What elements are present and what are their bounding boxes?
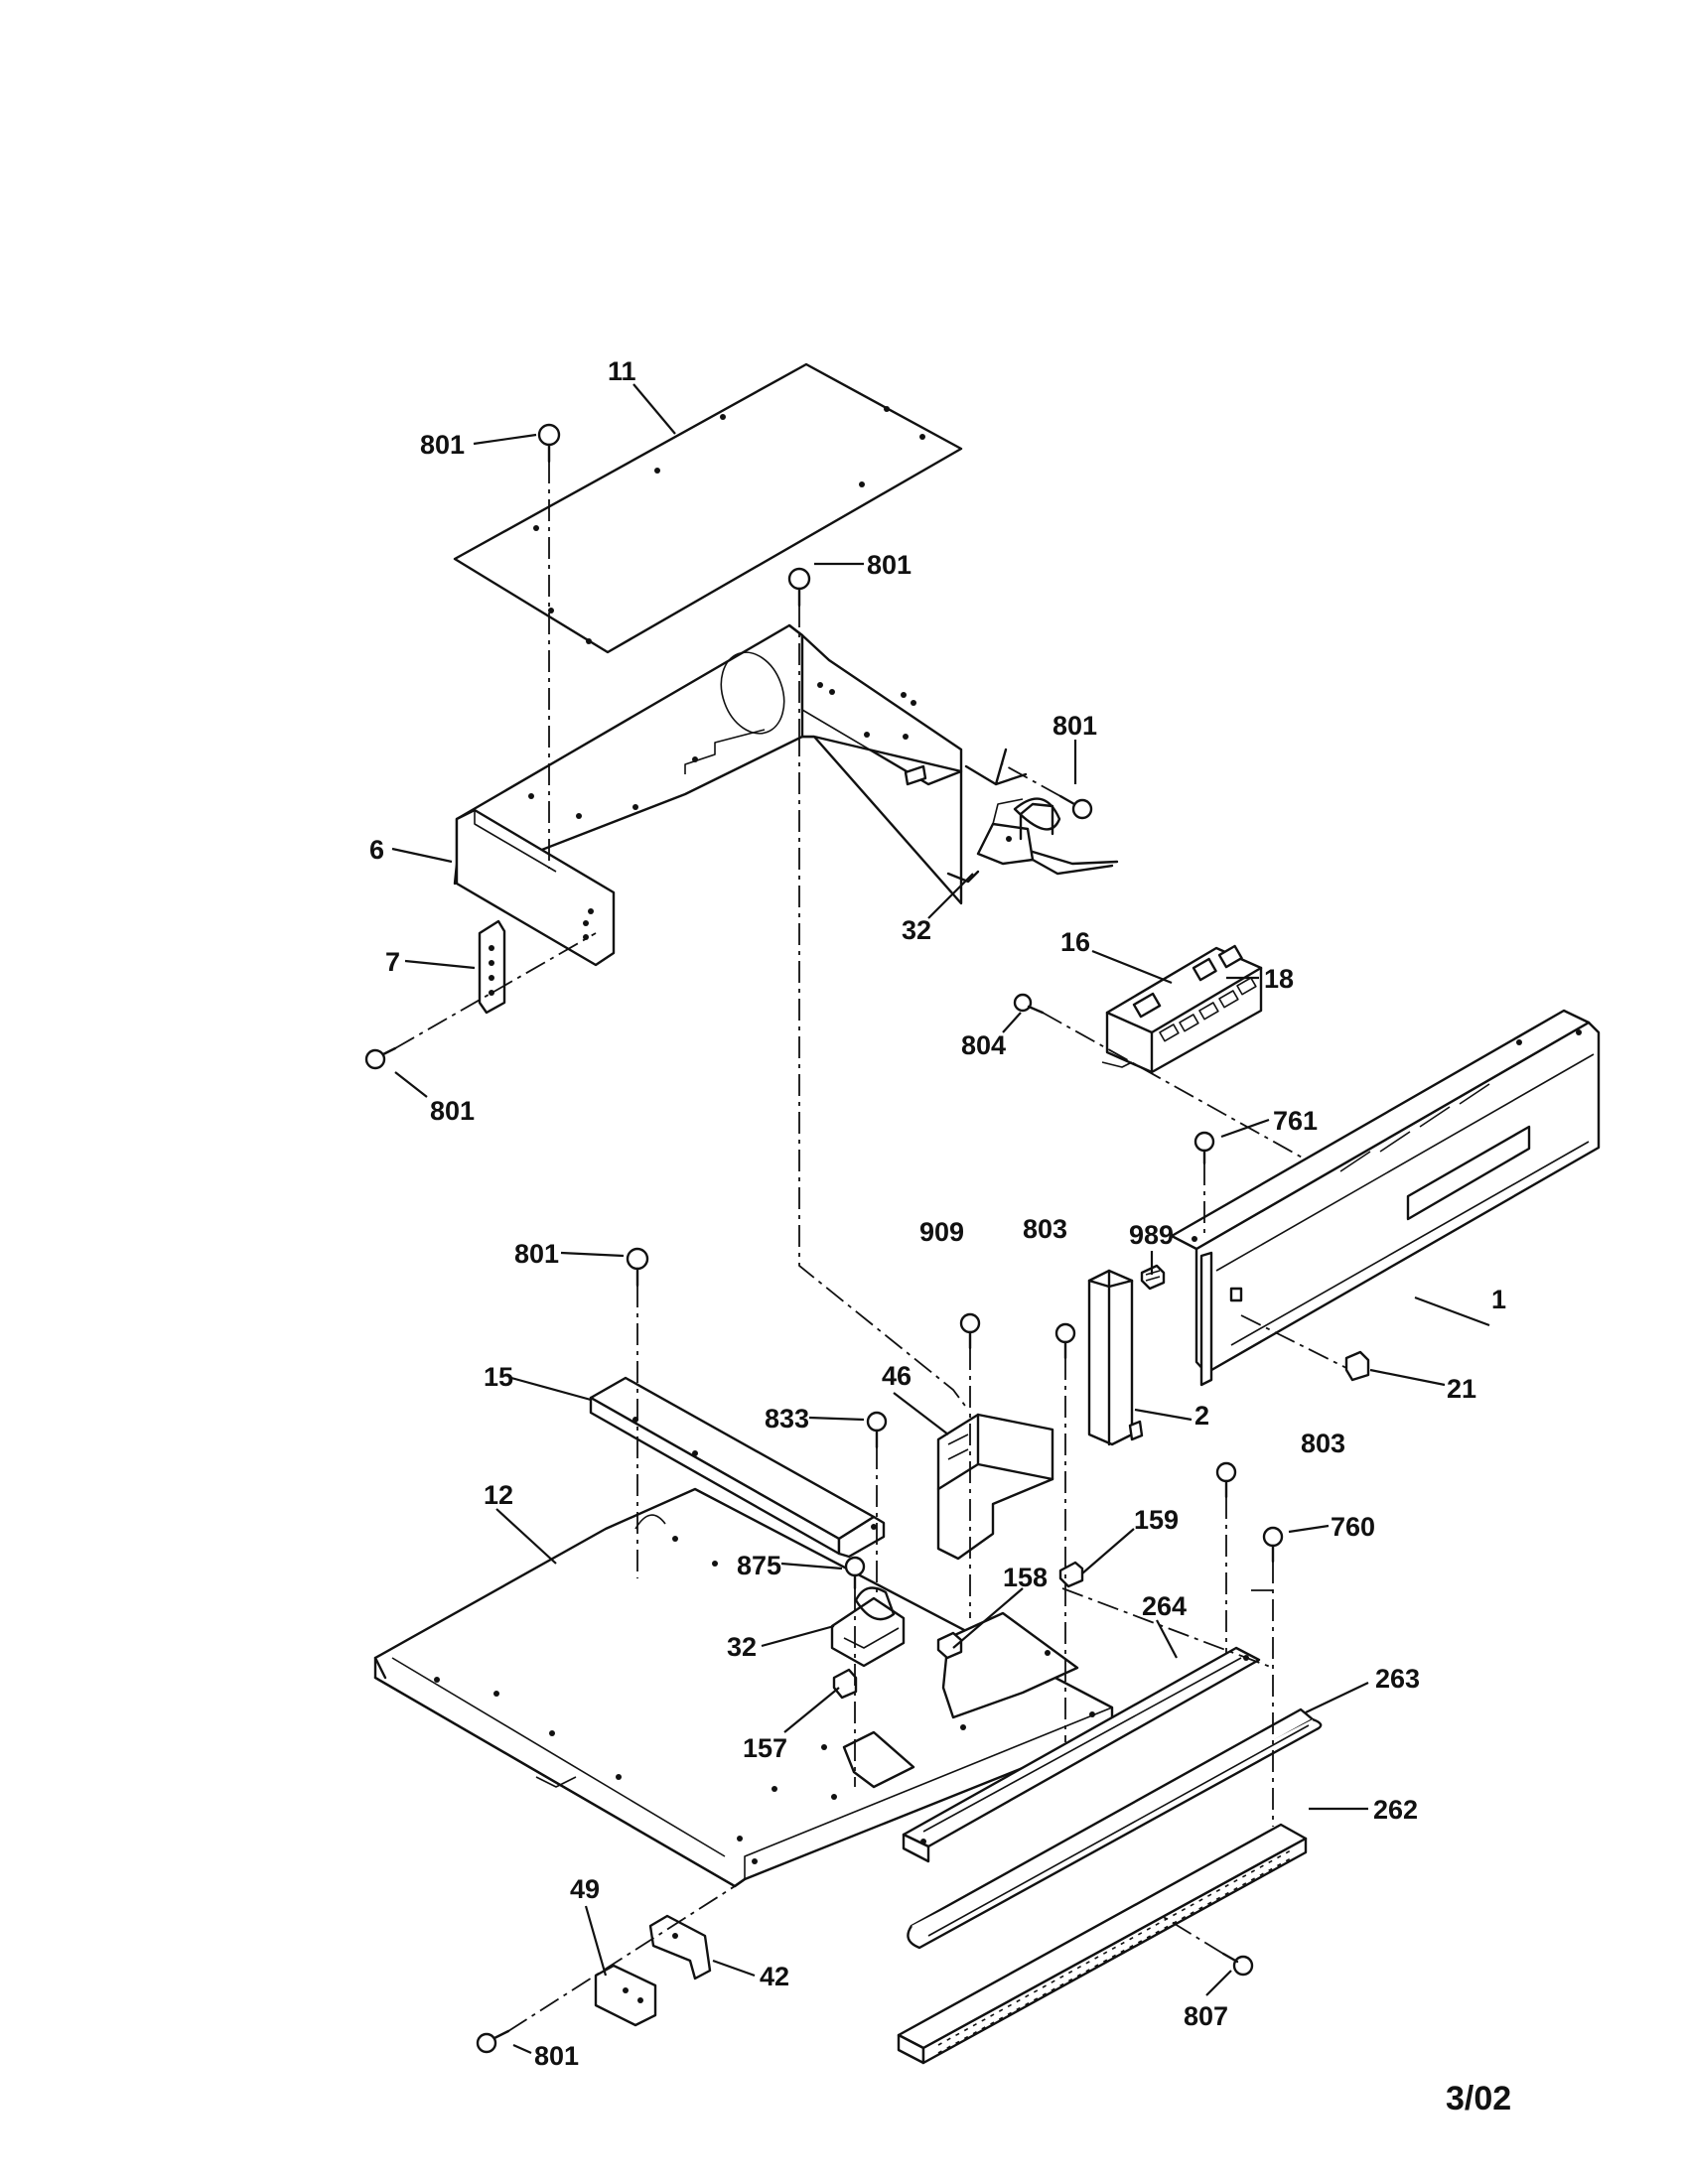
callout-263: 263 [1375, 1664, 1420, 1694]
screw-761 [1193, 1131, 1215, 1165]
part-12-base-pan [373, 1487, 1114, 1888]
screw-803-upper [1054, 1322, 1076, 1360]
part-157-bracket [832, 1668, 858, 1700]
callout-801: 801 [430, 1096, 475, 1126]
vent-slots [937, 1849, 1292, 2054]
callout-801: 801 [867, 550, 912, 580]
callout-32: 32 [727, 1632, 757, 1662]
callout-989: 989 [1129, 1220, 1174, 1250]
part-32-component-lower [830, 1586, 906, 1668]
callout-760: 760 [1331, 1512, 1375, 1542]
callout-262: 262 [1373, 1795, 1418, 1825]
part-49-bracket [594, 1964, 657, 2027]
leader-lines [391, 383, 1490, 2055]
screw-801-top-left [537, 423, 561, 464]
part-1-control-panel [1170, 1009, 1601, 1387]
callout-833: 833 [765, 1404, 809, 1433]
callout-761: 761 [1273, 1106, 1318, 1136]
callout-2: 2 [1194, 1401, 1209, 1431]
callout-804: 804 [961, 1030, 1006, 1060]
screw-833 [866, 1411, 888, 1449]
part-262-vent-trim [897, 1823, 1308, 2065]
part-264-front-trim [902, 1646, 1261, 1863]
callout-42: 42 [760, 1962, 789, 1991]
callout-264: 264 [1142, 1591, 1187, 1621]
callout-158: 158 [1003, 1563, 1048, 1592]
callout-15: 15 [484, 1362, 513, 1392]
date-code: 3/02 [1446, 2080, 1511, 2117]
callout-7: 7 [385, 947, 400, 977]
part-42-bracket [648, 1914, 712, 1980]
callout-12: 12 [484, 1480, 513, 1510]
callout-32: 32 [902, 915, 931, 945]
part-46-baffle [936, 1413, 1054, 1561]
part-159-bracket [1058, 1561, 1084, 1588]
part-158-bracket [936, 1631, 963, 1660]
assembly-lines [394, 462, 1347, 2032]
part-7-bracket [478, 919, 506, 1015]
screws [364, 423, 1284, 2054]
screw-801-mid [626, 1247, 649, 1288]
screw-801-right [1058, 794, 1093, 820]
callout-909: 909 [919, 1217, 964, 1247]
screw-801-bottom [476, 2029, 510, 2054]
screw-801-left [364, 1046, 397, 1070]
part-32-fan-motor-upper [946, 748, 1119, 884]
callout-18: 18 [1264, 964, 1294, 994]
part-15-rail [589, 1376, 886, 1559]
callout-159: 159 [1134, 1505, 1179, 1535]
screw-807 [1221, 1952, 1254, 1977]
screw-801-top-mid [787, 567, 811, 608]
callout-11: 11 [608, 356, 636, 386]
callout-803: 803 [1023, 1214, 1067, 1244]
callout-801: 801 [514, 1239, 559, 1269]
callout-803: 803 [1301, 1429, 1345, 1458]
part-16-18-electronic-control [1101, 944, 1263, 1074]
screw-909 [959, 1312, 981, 1350]
callout-875: 875 [737, 1551, 781, 1580]
callout-801: 801 [420, 430, 465, 460]
callout-801: 801 [534, 2041, 579, 2071]
part-11-top-cover [453, 362, 963, 654]
screw-804 [1013, 993, 1045, 1015]
part-2-display-lens [1087, 1269, 1144, 1446]
screw-803-lower [1215, 1461, 1237, 1499]
callout-49: 49 [570, 1874, 600, 1904]
callout-16: 16 [1060, 927, 1090, 957]
callout-807: 807 [1184, 2001, 1228, 2031]
callout-46: 46 [882, 1361, 912, 1391]
part-21-clip [1344, 1350, 1370, 1382]
part-6-cabinet-wrapper [453, 623, 963, 967]
screw-760 [1262, 1526, 1284, 1564]
callout-6: 6 [369, 835, 384, 865]
callout-1: 1 [1491, 1285, 1506, 1314]
callout-801: 801 [1052, 711, 1097, 741]
callout-157: 157 [743, 1733, 787, 1763]
part-263-trim [907, 1707, 1323, 1950]
callout-labels: 11 801 801 801 6 7 801 32 16 18 804 761 … [369, 356, 1506, 2071]
screw-875 [844, 1556, 866, 1590]
callout-21: 21 [1447, 1374, 1476, 1404]
